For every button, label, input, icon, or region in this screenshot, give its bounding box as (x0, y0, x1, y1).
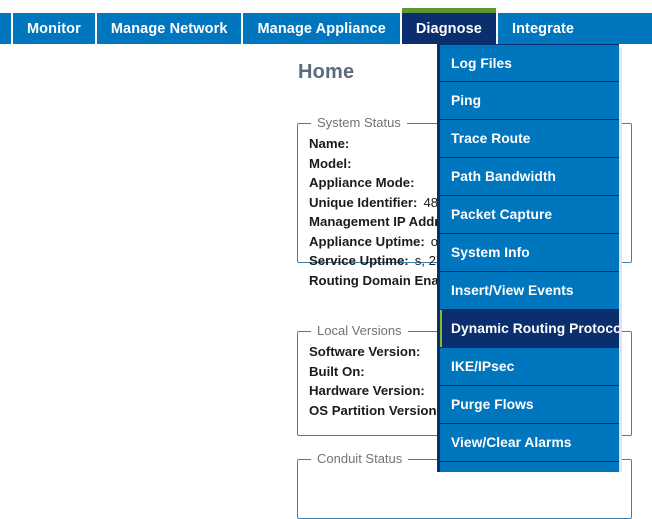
system-status-legend: System Status (311, 115, 407, 130)
active-tab-accent-bar (401, 8, 496, 13)
system-status-field-row: Appliance Mode: (309, 175, 631, 195)
menu-item-ping[interactable]: Ping (440, 82, 619, 120)
system-status-field-list: Name: Model: Appliance Mode: Unique Identif… (309, 136, 631, 292)
menu-item-log-files[interactable]: Log Files (440, 44, 619, 82)
menu-item-trace-route[interactable]: Trace Route (440, 120, 619, 158)
nav-tab-label: Monitor (27, 20, 81, 37)
local-versions-field-row: Hardware Version: (309, 383, 631, 403)
system-status-field-row: Management IP Address: (309, 214, 631, 234)
system-status-field-row: Name: (309, 136, 631, 156)
menu-item-label: Dynamic Routing Protocols (451, 321, 619, 336)
selected-item-accent-bar (440, 310, 442, 347)
menu-item-label: Insert/View Events (451, 283, 574, 298)
system-status-field-label: Model: (309, 155, 352, 171)
menu-item-label: Path Bandwidth (451, 169, 556, 184)
menu-item-label: Packet Capture (451, 207, 553, 222)
menu-item-label: Purge Flows (451, 397, 534, 412)
local-versions-field-row: Software Version: (309, 344, 631, 364)
page-title: Home (298, 61, 355, 83)
local-versions-field-list: Software Version: Built On: Hardware Versi… (309, 344, 631, 422)
nav-tab-label: Diagnose (415, 20, 482, 37)
system-status-field-label: Routing Domain Enabled: (309, 272, 471, 288)
nav-tab-integrate[interactable]: Integrate (498, 13, 588, 44)
menu-item-label: View/Clear Alarms (451, 435, 572, 450)
menu-item-dynamic-routing-protocols[interactable]: Dynamic Routing Protocols (440, 310, 619, 348)
local-versions-legend: Local Versions (311, 323, 408, 338)
local-versions-field-row: Built On: (309, 364, 631, 384)
local-versions-panel: Local Versions Software Version: Built On… (297, 323, 632, 436)
local-versions-field-label: Hardware Version: (309, 383, 425, 398)
menu-item-purge-flows[interactable]: Purge Flows (440, 386, 619, 424)
menu-item-label: Log Files (451, 55, 513, 71)
nav-tab-label: Manage Network (110, 20, 228, 37)
nav-tab-manage-network[interactable]: Manage Network (97, 13, 244, 44)
menu-item-packet-capture[interactable]: Packet Capture (440, 196, 619, 234)
local-versions-field-label: Software Version: (309, 344, 421, 359)
nav-tab-diagnose[interactable]: Diagnose (401, 8, 498, 44)
main-navigation-bar: Monitor Manage Network Manage Appliance Dia… (0, 8, 652, 44)
system-status-field-row: Routing Domain Enabled: (309, 273, 631, 293)
system-status-field-label: Appliance Mode: (309, 175, 415, 190)
system-status-field-row: Model: (309, 156, 631, 176)
local-versions-field-label: Built On: (309, 363, 365, 379)
menu-item-label: Trace Route (451, 131, 531, 146)
system-status-field-label: Service Uptime: (309, 253, 409, 268)
local-versions-field-row: OS Partition Version: (309, 403, 631, 423)
nav-tab-monitor[interactable]: Monitor (11, 13, 97, 44)
system-status-panel: System Status Name: Model: Appliance Mode:… (297, 115, 632, 288)
menu-item-label: System Info (451, 245, 530, 260)
menu-item-label: Ping (451, 93, 482, 108)
menu-item-path-bandwidth[interactable]: Path Bandwidth (440, 158, 619, 196)
nav-tab-manage-appliance[interactable]: Manage Appliance (243, 13, 402, 44)
system-status-field-label: Management IP Address: (309, 214, 466, 229)
menu-item-view-clear-alarms[interactable]: View/Clear Alarms (440, 424, 619, 462)
menu-item-ike-ipsec[interactable]: IKE/IPsec (440, 348, 619, 386)
local-versions-field-label: OS Partition Version: (309, 402, 441, 418)
menu-item-label: IKE/IPsec (451, 359, 515, 374)
menu-item-insert-view-events[interactable]: Insert/View Events (440, 272, 619, 310)
conduit-status-legend: Conduit Status (311, 451, 409, 466)
menu-item-system-info[interactable]: System Info (440, 234, 619, 272)
nav-tab-label: Integrate (511, 20, 575, 37)
nav-tab-label: Manage Appliance (257, 20, 386, 37)
system-status-field-label: Unique Identifier: (309, 194, 418, 210)
system-status-field-label: Name: (309, 136, 350, 151)
system-status-field-label: Appliance Uptime: (309, 233, 425, 249)
